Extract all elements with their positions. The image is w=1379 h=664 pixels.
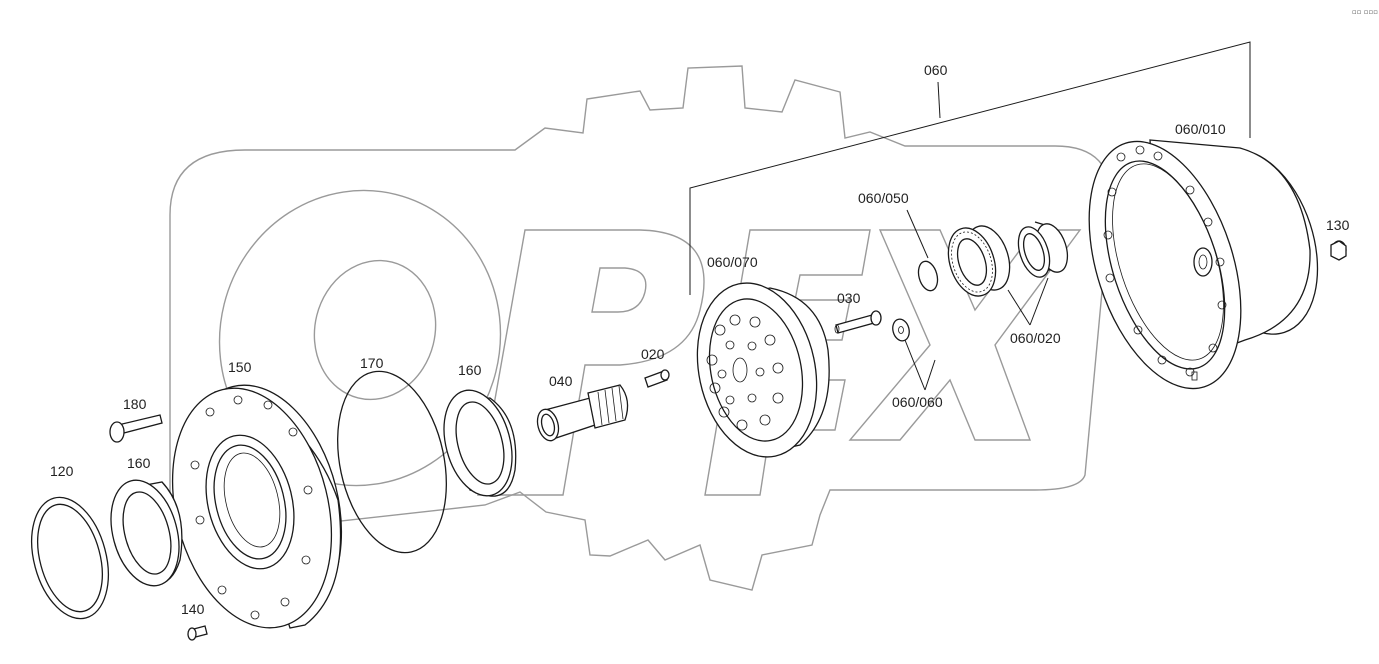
gear-ring-060-020 — [947, 225, 1011, 297]
callout-060-010: 060/010 — [1175, 121, 1226, 137]
callout-060-050: 060/050 — [858, 190, 909, 206]
callout-060: 060 — [924, 62, 948, 78]
callout-060-060: 060/060 — [892, 394, 943, 410]
bearing-060-020 — [1017, 221, 1069, 278]
ring-120 — [31, 496, 109, 620]
callout-020: 020 — [641, 346, 665, 362]
snap-ring-060-050 — [917, 260, 939, 292]
callout-160-upper: 160 — [458, 362, 482, 378]
leader-lines — [689, 41, 1251, 391]
callout-140: 140 — [181, 601, 205, 617]
housing-060-010 — [1088, 139, 1319, 390]
callout-030: 030 — [837, 290, 861, 306]
callout-040: 040 — [549, 373, 573, 389]
hub-150 — [171, 384, 343, 629]
planet-carrier-060-070 — [696, 282, 830, 458]
callout-160-lower: 160 — [127, 455, 151, 471]
plug-130 — [1330, 240, 1347, 261]
washer-060-060 — [892, 318, 910, 342]
bolt-140 — [187, 625, 208, 641]
callout-060-020: 060/020 — [1010, 330, 1061, 346]
callout-120: 120 — [50, 463, 74, 479]
o-ring-170 — [337, 370, 447, 554]
callout-170: 170 — [360, 355, 384, 371]
pin-020 — [644, 369, 670, 388]
callout-060-070: 060/070 — [707, 254, 758, 270]
callout-130: 130 — [1326, 217, 1350, 233]
callout-150: 150 — [228, 359, 252, 375]
callout-180: 180 — [123, 396, 147, 412]
seal-160-lower — [110, 479, 183, 587]
pin-030 — [834, 310, 882, 334]
bolt-180 — [109, 414, 163, 443]
shaft-040 — [536, 384, 629, 442]
seal-160-upper — [443, 389, 517, 497]
callout-labels: 060 060/010 060/050 060/070 130 030 060/… — [50, 62, 1350, 617]
watermark-gear — [169, 65, 1112, 591]
corner-mark: ▫▫ ▫▫▫ — [1352, 8, 1378, 16]
